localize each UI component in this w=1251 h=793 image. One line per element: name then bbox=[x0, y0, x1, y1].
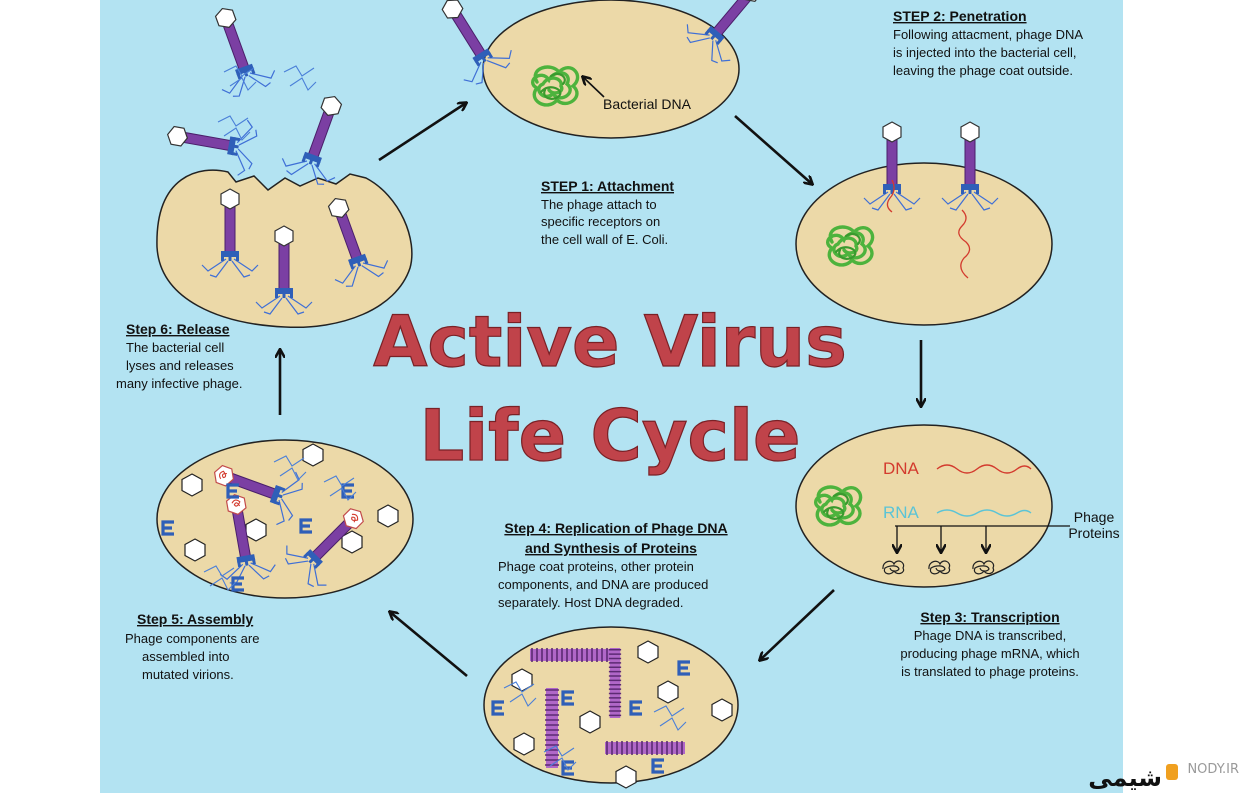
dna-label: DNA bbox=[883, 459, 920, 478]
svg-text:leaving the phage coat outside: leaving the phage coat outside. bbox=[893, 63, 1073, 78]
cell-step2 bbox=[795, 121, 1053, 326]
rna-label: RNA bbox=[883, 503, 920, 522]
cell-step6 bbox=[156, 0, 413, 329]
arrow-step4-to-step5 bbox=[390, 612, 468, 677]
step5-title: Step 5: Assembly bbox=[137, 611, 253, 627]
dna-spring-1 bbox=[529, 647, 611, 663]
dna-spring-4 bbox=[608, 647, 622, 719]
svg-text:many infective phage.: many infective phage. bbox=[116, 376, 242, 391]
arrow-step3-to-step4 bbox=[760, 589, 835, 660]
phage-proteins-label-line2: Proteins bbox=[1068, 525, 1119, 541]
step4-title-line2: and Synthesis of Proteins bbox=[525, 540, 697, 556]
phage-dna-strand-2 bbox=[958, 209, 971, 279]
dna-spring-2 bbox=[604, 740, 686, 756]
step1-title: STEP 1: Attachment bbox=[541, 178, 674, 194]
step2-title: STEP 2: Penetration bbox=[893, 8, 1027, 24]
svg-text:mutated virions.: mutated virions. bbox=[142, 667, 234, 682]
phage-dna-strand-1 bbox=[886, 179, 895, 213]
cell-step3: DNA RNA Phage Proteins bbox=[795, 424, 1120, 588]
title-line-2: Life Cycle bbox=[420, 395, 801, 477]
watermark-logo-mark bbox=[1166, 764, 1178, 780]
step4-text: Step 4: Replication of Phage DNA and Syn… bbox=[498, 520, 728, 610]
step2-text: STEP 2: Penetration Following attacment,… bbox=[893, 8, 1083, 78]
svg-text:Following attacment, phage DNA: Following attacment, phage DNA bbox=[893, 27, 1083, 42]
svg-text:The phage attach to: The phage attach to bbox=[541, 197, 657, 212]
step4-title-line1: Step 4: Replication of Phage DNA bbox=[504, 520, 727, 536]
dna-spring-3 bbox=[544, 687, 560, 769]
watermark-persian: شیمی bbox=[1088, 764, 1162, 792]
rna-wave bbox=[936, 509, 1032, 517]
arrow-step1-to-step2 bbox=[734, 115, 812, 184]
svg-text:lyses and releases: lyses and releases bbox=[126, 358, 234, 373]
cell-step4 bbox=[483, 626, 739, 789]
step6-text: Step 6: Release The bacterial cell lyses… bbox=[116, 321, 242, 391]
watermark: NODY.IR شیمی bbox=[1088, 762, 1239, 792]
phage-dna-wave bbox=[936, 464, 1032, 474]
step1-text: STEP 1: Attachment The phage attach to s… bbox=[541, 178, 674, 247]
title-line-1: Active Virus bbox=[373, 301, 847, 383]
cell-step5 bbox=[156, 439, 414, 599]
svg-text:the cell wall of E. Coli.: the cell wall of E. Coli. bbox=[541, 232, 668, 247]
watermark-latin: NODY.IR bbox=[1187, 762, 1239, 777]
svg-text:assembled into: assembled into bbox=[142, 649, 229, 664]
svg-text:Phage DNA is transcribed,: Phage DNA is transcribed, bbox=[914, 628, 1066, 643]
svg-text:producing phage mRNA, which: producing phage mRNA, which bbox=[900, 646, 1079, 661]
step3-text: Step 3: Transcription Phage DNA is trans… bbox=[900, 609, 1079, 679]
bacterial-dna-pointer bbox=[583, 77, 605, 98]
step3-title: Step 3: Transcription bbox=[920, 609, 1059, 625]
arrow-step6-to-step1 bbox=[378, 103, 466, 162]
bacterial-dna-label: Bacterial DNA bbox=[603, 96, 692, 112]
cell-step1: Bacterial DNA bbox=[422, 0, 780, 139]
svg-text:The bacterial cell: The bacterial cell bbox=[126, 340, 224, 355]
svg-text:Phage components are: Phage components are bbox=[125, 631, 259, 646]
svg-text:specific receptors on: specific receptors on bbox=[541, 214, 660, 229]
svg-text:is translated to phage protein: is translated to phage proteins. bbox=[901, 664, 1079, 679]
svg-text:Phage coat proteins, other pro: Phage coat proteins, other protein bbox=[498, 559, 694, 574]
step6-title: Step 6: Release bbox=[126, 321, 230, 337]
phage-proteins-label-line1: Phage bbox=[1074, 509, 1115, 525]
svg-text:is injected into the bacterial: is injected into the bacterial cell, bbox=[893, 45, 1077, 60]
svg-text:separately. Host DNA degraded.: separately. Host DNA degraded. bbox=[498, 595, 683, 610]
svg-text:components, and DNA are produc: components, and DNA are produced bbox=[498, 577, 708, 592]
step5-text: Step 5: Assembly Phage components are as… bbox=[125, 611, 259, 682]
